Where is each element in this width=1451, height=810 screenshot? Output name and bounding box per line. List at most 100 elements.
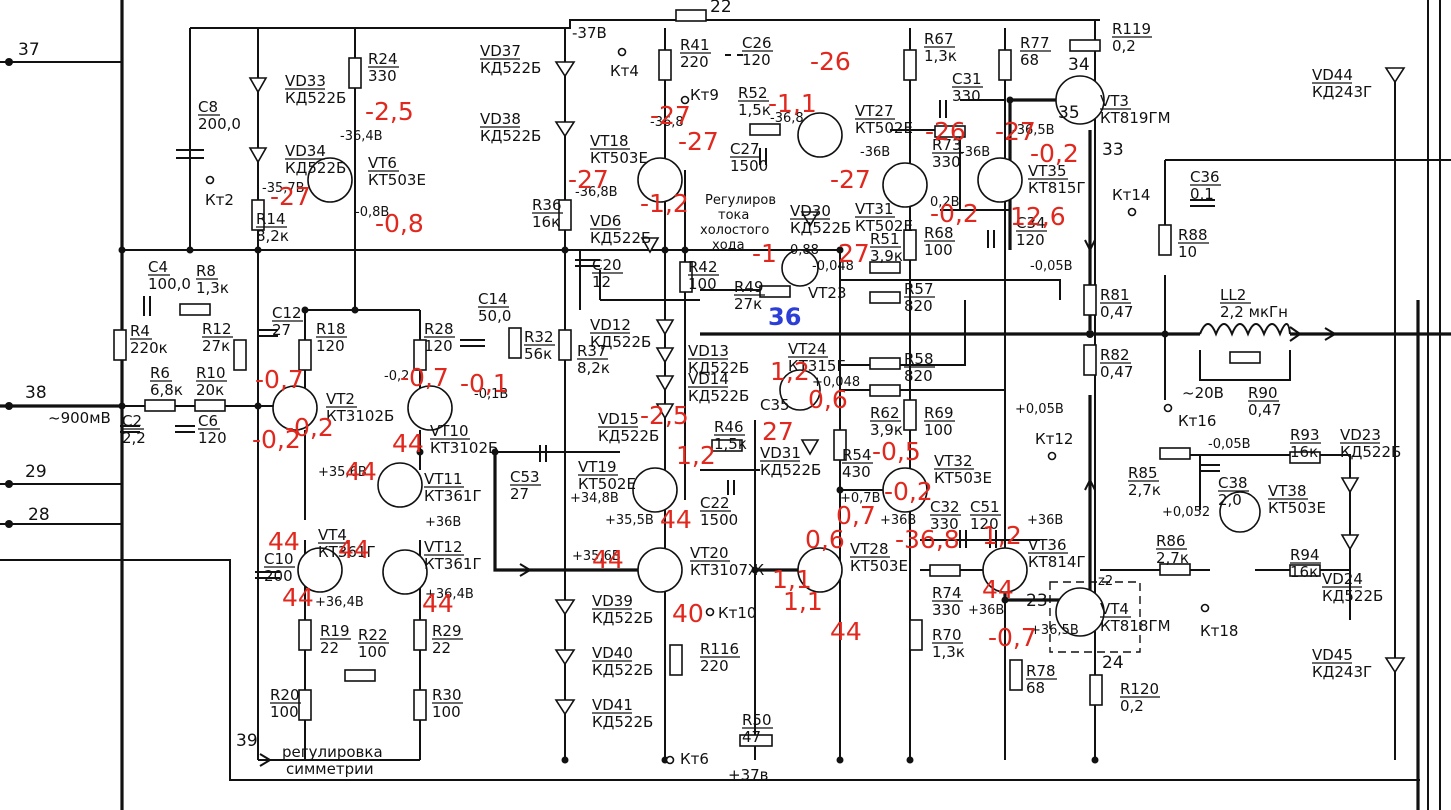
component-value: КТ818ГМ bbox=[1100, 617, 1171, 635]
component-value: КД522Б bbox=[1340, 443, 1401, 461]
voltage-v13: +35,5В bbox=[605, 513, 654, 528]
component-value: КД522Б bbox=[285, 89, 346, 107]
component-value: КД522Б bbox=[480, 127, 541, 145]
component-value: 1500 bbox=[700, 511, 738, 529]
component-ref: VD14 bbox=[688, 370, 729, 388]
component-labels: R24330R148,2кR4220кR81,3кR1227кR66,8кR10… bbox=[122, 20, 1401, 746]
voltage-v6: -0,1В bbox=[474, 387, 508, 402]
component-value: 2,2 мкГн bbox=[1220, 303, 1288, 321]
test-point-kt16: Кт16 bbox=[1178, 412, 1216, 430]
component-value: КТ503Е bbox=[1268, 499, 1326, 517]
component-ref: VT27 bbox=[855, 102, 894, 120]
component-r8: R81,3к bbox=[196, 262, 229, 297]
component-value: 27к bbox=[734, 295, 762, 313]
component-value: КД522Б bbox=[592, 661, 653, 679]
component-value: 56к bbox=[524, 345, 552, 363]
component-ref: R20 bbox=[270, 686, 300, 704]
component-ref: VT36 bbox=[1028, 536, 1067, 554]
red-note-h42: 44 bbox=[982, 575, 1014, 604]
component-c2: C22,2 bbox=[122, 412, 146, 447]
component-ref: C22 bbox=[700, 494, 730, 512]
component-r6: R66,8к bbox=[150, 364, 183, 399]
component-value: 100 bbox=[432, 703, 461, 721]
red-note-h43: 0,7 bbox=[836, 501, 876, 530]
component-value: 3,9к bbox=[870, 247, 903, 265]
node-labels: 37 38 29 28 39 22 34 35 33 23 24 z2 bbox=[18, 0, 1124, 751]
component-value: 200,0 bbox=[198, 115, 241, 133]
red-note-h35: 44 bbox=[660, 505, 692, 534]
component-ref: R57 bbox=[904, 280, 934, 298]
voltage-v21: -36В bbox=[860, 145, 890, 160]
component-value: 0,47 bbox=[1248, 401, 1281, 419]
component-ref: R67 bbox=[924, 30, 954, 48]
voltage-v22: -36В bbox=[960, 145, 990, 160]
component-ref: R29 bbox=[432, 622, 462, 640]
red-note-h24: -27 bbox=[995, 117, 1036, 146]
red-note-h13: 44 bbox=[282, 583, 314, 612]
component-ref: R88 bbox=[1178, 226, 1208, 244]
component-ref: R90 bbox=[1248, 384, 1278, 402]
component-ref: R73 bbox=[932, 136, 962, 154]
capacitors bbox=[120, 54, 1220, 579]
red-note-h45: 1,2 bbox=[982, 521, 1022, 550]
component-value: 3,9к bbox=[870, 421, 903, 439]
component-value: КД522Б bbox=[592, 713, 653, 731]
component-ref: C35 bbox=[760, 396, 790, 414]
node-29: 29 bbox=[25, 462, 47, 482]
component-ref: R70 bbox=[932, 626, 962, 644]
red-note-h47: -0,7 bbox=[988, 623, 1037, 652]
component-value: 200 bbox=[264, 567, 293, 585]
rail-labels: -37В +37в ~900мВ ~20В +0,05В -0,05В -0,0… bbox=[48, 24, 1251, 784]
component-value: 820 bbox=[904, 297, 933, 315]
red-note-h34: 27 bbox=[762, 417, 794, 446]
component-value: 2,0 bbox=[1218, 491, 1242, 509]
red-note-h4: -0,7 bbox=[255, 365, 304, 394]
component-value: КТ361Г bbox=[424, 487, 482, 505]
component-ref: VT2 bbox=[326, 390, 355, 408]
component-value: 330 bbox=[952, 87, 981, 105]
voltage-v27: 0,88 bbox=[790, 243, 819, 258]
component-value: КТ315Г bbox=[788, 357, 846, 375]
red-note-h28: 0,6 bbox=[808, 385, 848, 414]
voltage-v3: -0,8В bbox=[355, 205, 389, 220]
node-38: 38 bbox=[25, 383, 47, 403]
component-value: 16к bbox=[1290, 563, 1318, 581]
voltage-v25: +36В bbox=[968, 603, 1004, 618]
red-note-h41: -0,2 bbox=[884, 477, 933, 506]
component-ref: R62 bbox=[870, 404, 900, 422]
voltage-v1: -36,4В bbox=[340, 129, 383, 144]
component-value: 22 bbox=[320, 639, 339, 657]
component-ref: R82 bbox=[1100, 346, 1130, 364]
component-ref: R24 bbox=[368, 50, 398, 68]
component-ref: R36 bbox=[532, 196, 562, 214]
component-ref: VT35 bbox=[1028, 162, 1067, 180]
component-ref: LL2 bbox=[1220, 286, 1246, 304]
component-value: 100 bbox=[358, 643, 387, 661]
red-note-h29: 0,6 bbox=[805, 525, 845, 554]
component-ref: VD44 bbox=[1312, 66, 1353, 84]
component-ref: C2 bbox=[122, 412, 142, 430]
bias-adjust-line3: холостого bbox=[700, 223, 769, 238]
resistors bbox=[113, 9, 1321, 747]
